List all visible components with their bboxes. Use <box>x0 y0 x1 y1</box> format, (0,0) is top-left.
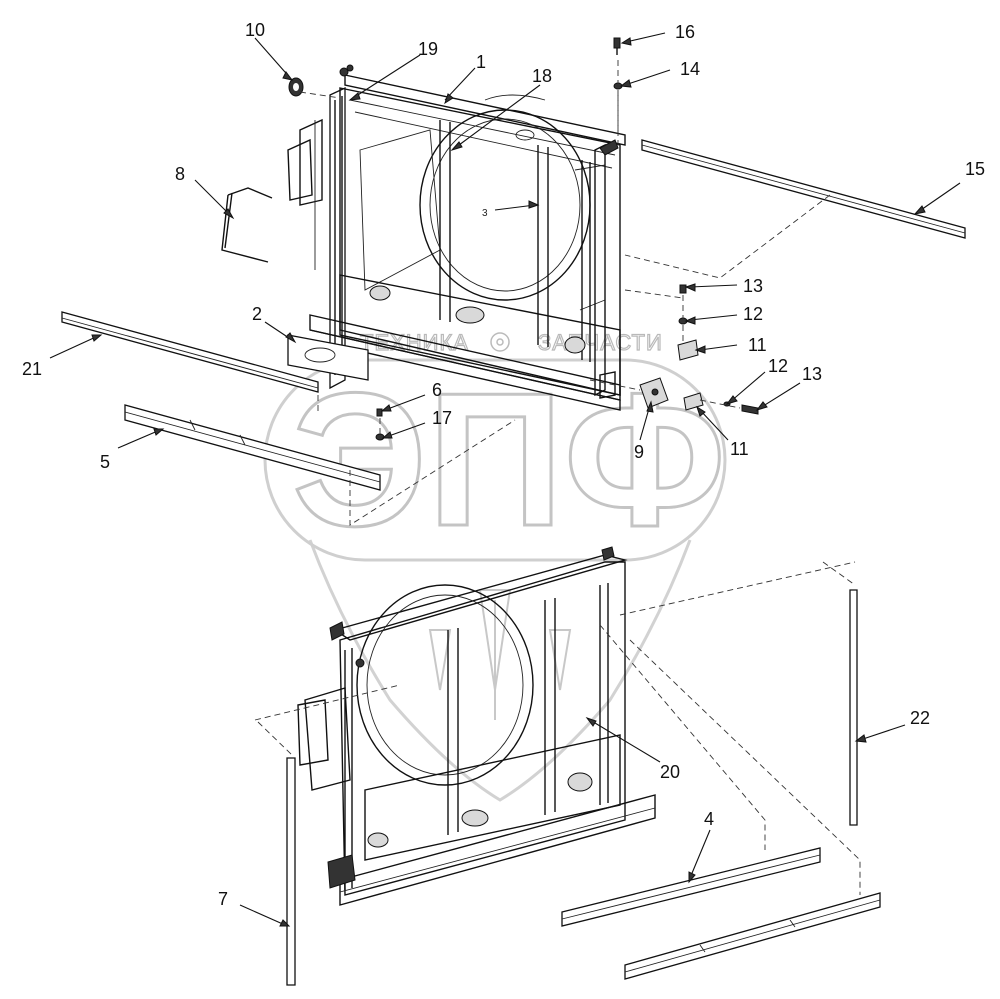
callout-8: 8 <box>175 164 185 184</box>
callout-15: 15 <box>965 159 985 179</box>
top-frame-assembly <box>287 64 626 411</box>
callout-11a: 11 <box>748 335 767 355</box>
watermark-wheat-icon <box>428 589 572 720</box>
callout-12a: 12 <box>743 304 763 324</box>
part-13-bolt-a <box>679 284 687 294</box>
callout-9: 9 <box>634 442 644 462</box>
bottom-frame-assembly <box>297 546 656 906</box>
callout-13b: 13 <box>802 364 822 384</box>
callout-1: 1 <box>476 52 486 72</box>
callout-13a: 13 <box>743 276 763 296</box>
part-5-bracket-lower <box>624 892 881 980</box>
part-8-handle <box>221 187 273 263</box>
part-13-bolt-b <box>741 404 759 415</box>
watermark-brand-right: ЗАПЧАСТИ <box>538 330 663 355</box>
watermark-gear-icon <box>490 332 510 352</box>
callout-19: 19 <box>418 39 438 59</box>
part-10-cap <box>288 77 304 97</box>
callout-16: 16 <box>675 22 695 42</box>
callout-11b: 11 <box>730 439 749 459</box>
callout-3-small: 3 <box>482 208 488 219</box>
callout-10: 10 <box>245 20 265 40</box>
part-4-bar <box>561 847 821 927</box>
part-5-bracket <box>124 404 381 491</box>
callout-22: 22 <box>910 708 930 728</box>
part-17-washer <box>375 433 385 441</box>
part-15-bar <box>641 139 966 239</box>
part-9-bracket <box>639 377 669 409</box>
part-2-plate <box>287 334 369 381</box>
fan-shroud-top <box>419 109 591 301</box>
callout-2: 2 <box>252 304 262 324</box>
fan-shroud-bottom <box>356 584 534 786</box>
callout-17: 17 <box>432 408 452 428</box>
part-11-clip-a <box>677 339 699 361</box>
part-11-clip-b <box>683 392 704 411</box>
callout-7: 7 <box>218 889 228 909</box>
part-21-bar <box>61 311 319 393</box>
callout-numbers: 10 19 1 18 8 16 14 15 13 12 11 2 21 12 1… <box>22 20 985 909</box>
callout-4: 4 <box>704 809 714 829</box>
part-7-bar <box>286 757 296 986</box>
callout-20: 20 <box>660 762 680 782</box>
callout-12b: 12 <box>768 356 788 376</box>
callout-21: 21 <box>22 359 42 379</box>
callout-14: 14 <box>680 59 700 79</box>
assembly-lines-top <box>299 60 831 526</box>
assembly-lines-bottom <box>254 561 861 895</box>
watermark-shield <box>308 539 692 802</box>
callout-18: 18 <box>532 66 552 86</box>
part-22-bar <box>849 589 858 826</box>
leader-lines <box>49 32 961 927</box>
part-6-bolt <box>376 408 383 417</box>
part-16-bolt <box>613 37 621 55</box>
watermark-frame <box>263 358 727 562</box>
callout-5: 5 <box>100 452 110 472</box>
callout-6: 6 <box>432 380 442 400</box>
